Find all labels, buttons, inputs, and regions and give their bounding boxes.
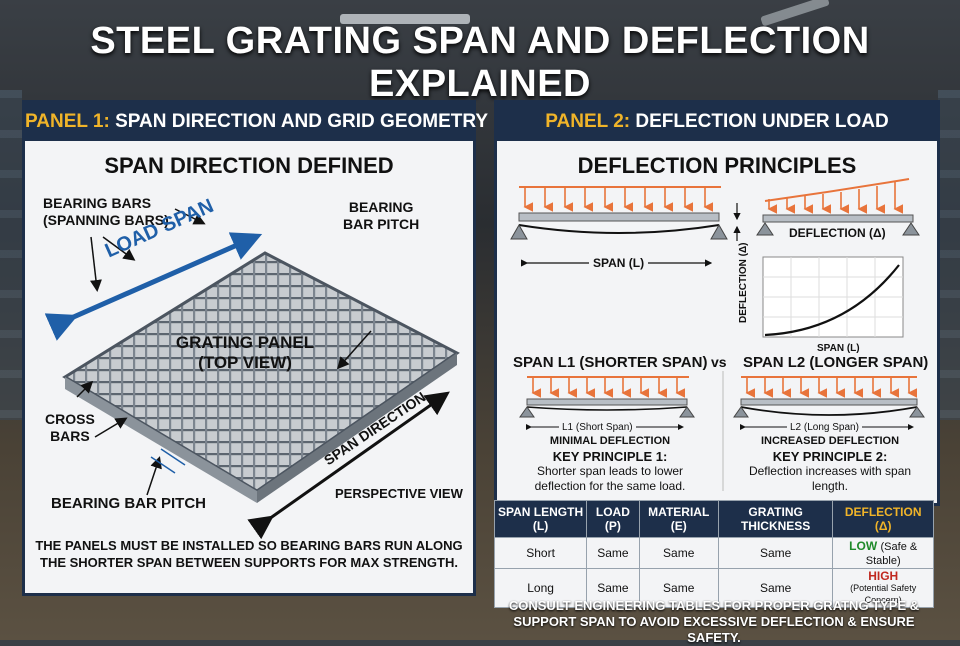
- table-row: Short Same Same Same LOW (Safe & Stable): [493, 537, 934, 569]
- panel-2-heading: DEFLECTION UNDER LOAD: [635, 111, 889, 132]
- span-2-dimension: L2 (Long Span): [787, 419, 862, 436]
- grating-edge: [65, 377, 257, 503]
- label-perspective-view: PERSPECTIVE VIEW: [335, 486, 463, 501]
- leader-arrow: [146, 456, 162, 496]
- leader-arrow: [94, 417, 128, 438]
- label-grating-panel: GRATING PANEL (TOP VIEW): [175, 333, 315, 372]
- table-cell: Same: [638, 537, 719, 569]
- graph-y-label: DEFLECTION (Δ): [738, 242, 749, 323]
- header-deflection: DEFLECTION (Δ): [832, 500, 934, 538]
- section-title-span-direction: SPAN DIRECTION DEFINED: [104, 153, 394, 178]
- deflection-diagrams: [510, 178, 925, 491]
- section-title-deflection: DEFLECTION PRINCIPLES: [577, 153, 857, 178]
- deflection-graph: [762, 256, 904, 338]
- deflection-high: HIGH: [868, 569, 899, 583]
- span-2-result: INCREASED DEFLECTION: [760, 435, 900, 447]
- label-cross-bars: CROSS BARS: [45, 411, 95, 444]
- table-header-row: SPAN LENGTH (L) LOAD (P) MATERIAL (E) GR…: [493, 500, 934, 538]
- panel-1-key: PANEL 1:: [25, 111, 110, 132]
- label-span-l: SPAN (L): [589, 255, 649, 272]
- vs-label: vs: [711, 354, 727, 370]
- table-cell: Short: [493, 537, 588, 569]
- span-direction-arrow: [247, 391, 450, 540]
- page-title: STEEL GRATING SPAN AND DEFLECTION EXPLAI…: [90, 20, 870, 105]
- installation-note: THE PANELS MUST BE INSTALLED SO BEARING …: [35, 538, 463, 570]
- label-bearing-bar-pitch-bottom: BEARING BAR PITCH: [51, 495, 207, 512]
- footer-note: CONSULT ENGINEERING TABLES FOR PROPER GR…: [508, 598, 920, 645]
- table-cell: Same: [586, 568, 640, 608]
- deflection-high-note: (Potential Safety Concern): [850, 583, 917, 605]
- table-cell: HIGH(Potential Safety Concern): [832, 568, 934, 608]
- deflection-low: LOW: [849, 539, 878, 553]
- graph-x-label: SPAN (L): [817, 343, 860, 354]
- table-cell: LOW (Safe & Stable): [832, 537, 934, 569]
- header-material: MATERIAL (E): [638, 500, 719, 538]
- table-cell: Long: [493, 568, 588, 608]
- panel-deflection: PANEL 2: DEFLECTION UNDER LOAD DEFLECTIO…: [494, 100, 940, 506]
- leader-arrow: [337, 330, 372, 370]
- table-cell: Same: [586, 537, 640, 569]
- ceiling-light: [340, 14, 470, 24]
- header-load: LOAD (P): [586, 500, 640, 538]
- span-1-dimension: L1 (Short Span): [559, 419, 636, 436]
- leader-arrow: [90, 236, 102, 292]
- beam-uniform-load: [510, 186, 741, 267]
- panel-1-header: PANEL 1: SPAN DIRECTION AND GRID GEOMETR…: [25, 103, 488, 141]
- panel-2-header: PANEL 2: DEFLECTION UNDER LOAD: [497, 103, 937, 141]
- leader-arrow: [174, 208, 206, 225]
- table-cell: Same: [717, 568, 834, 608]
- header-thickness: GRATING THICKNESS: [717, 500, 834, 538]
- panel-2-key: PANEL 2:: [545, 111, 631, 132]
- table-row: Long Same Same Same HIGH(Potential Safet…: [493, 568, 934, 608]
- background-shelf: [0, 90, 22, 420]
- comparison-table: SPAN LENGTH (L) LOAD (P) MATERIAL (E) GR…: [493, 500, 934, 608]
- header-span-length: SPAN LENGTH (L): [493, 500, 588, 538]
- grating-illustration: [44, 208, 460, 540]
- label-bearing-bars: BEARING BARS (SPANNING BARS): [43, 195, 169, 228]
- background-shelf: [938, 90, 960, 420]
- key-principle-1: KEY PRINCIPLE 1: Shorter span leads to l…: [534, 449, 686, 493]
- label-deflection-delta: DEFLECTION (Δ): [789, 226, 886, 240]
- pitch-marker: [150, 456, 176, 474]
- panel-1-heading: SPAN DIRECTION AND GRID GEOMETRY: [115, 111, 489, 132]
- label-bearing-bar-pitch-top: BEARING BAR PITCH: [343, 199, 420, 232]
- span-1-title: SPAN L1 (SHORTER SPAN): [513, 354, 708, 371]
- panel-span-direction: PANEL 1: SPAN DIRECTION AND GRID GEOMETR…: [22, 100, 488, 596]
- table-cell: Same: [717, 537, 834, 569]
- beam-long-span: [733, 376, 925, 430]
- deflection-low-note: (Safe & Stable): [865, 541, 918, 567]
- key-principle-2: KEY PRINCIPLE 2: Deflection increases wi…: [748, 449, 912, 493]
- leader-arrow: [102, 236, 136, 261]
- leader-arrow: [76, 380, 94, 398]
- span-1-result: MINIMAL DEFLECTION: [549, 435, 671, 447]
- beam-short-span: [519, 376, 695, 430]
- beam-varying-load: [756, 178, 920, 236]
- load-span-arrow: [44, 232, 263, 341]
- pitch-marker: [160, 448, 186, 466]
- span-2-title: SPAN L2 (LONGER SPAN): [743, 354, 929, 371]
- table-cell: Same: [638, 568, 719, 608]
